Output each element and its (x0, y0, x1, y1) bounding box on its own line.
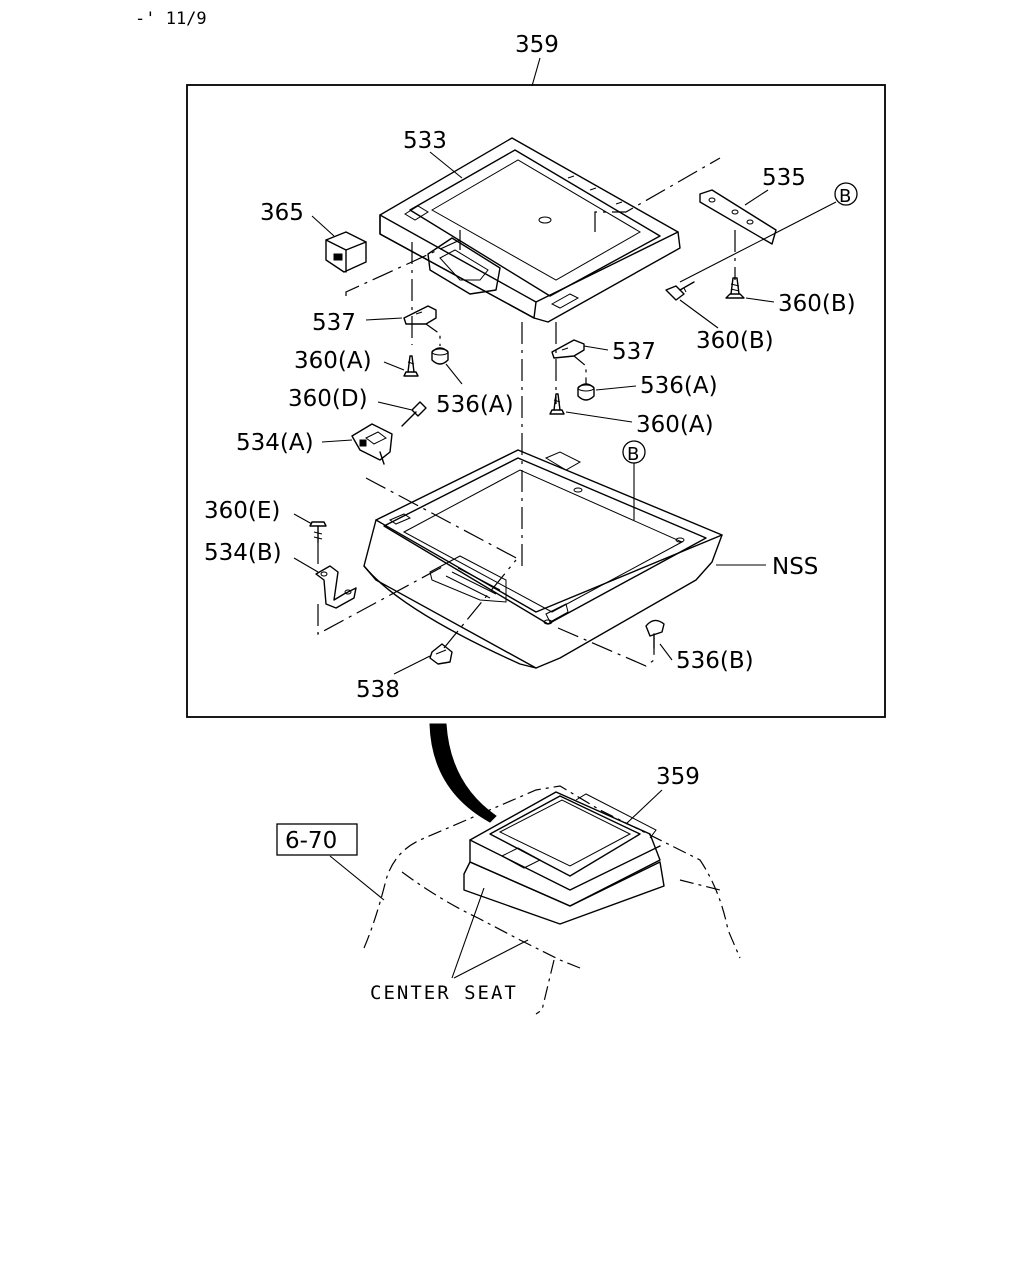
grommet-536b (645, 619, 665, 649)
label-365: 365 (260, 200, 304, 226)
latch-ref-line (365, 477, 521, 561)
plate-535 (699, 189, 777, 245)
label-534b: 534(B) (204, 540, 282, 566)
screw-360e (309, 521, 327, 543)
screw-360a-right (549, 393, 565, 415)
inset-part-ref-label: 359 (656, 764, 700, 790)
reference-b-top-text: B (839, 186, 851, 207)
location-label: CENTER SEAT (370, 982, 518, 1004)
ref-line-365 (345, 239, 461, 296)
clip-365 (325, 231, 367, 273)
page-ref-label: 6-70 (285, 828, 337, 854)
leader-537-right (583, 345, 609, 351)
leader-360b-mid (679, 299, 719, 329)
label-nss: NSS (772, 554, 818, 580)
label-536a-left: 536(A) (436, 392, 514, 418)
grommet-536b-ref (557, 627, 655, 667)
page-ref-leader (329, 855, 385, 901)
leader-360a-left (383, 361, 405, 371)
screw-360d (401, 401, 427, 427)
location-leader-2 (453, 939, 529, 979)
label-536a-right: 536(A) (640, 373, 718, 399)
leader-360d (377, 401, 413, 411)
reference-b-top-line (679, 201, 837, 283)
assembly-ref-label: 359 (515, 32, 559, 58)
label-360b-mid: 360(B) (696, 328, 774, 354)
leader-365 (311, 215, 335, 237)
location-leader-1 (451, 887, 485, 979)
label-538: 538 (356, 677, 400, 703)
lid-ref-line (594, 157, 721, 232)
grommet-536a-right (577, 383, 595, 401)
bracket-537-left (403, 305, 437, 325)
clip-538 (429, 643, 453, 665)
right-grommet-line (573, 355, 587, 384)
lid-533 (379, 137, 681, 323)
label-360d: 360(D) (288, 386, 368, 412)
assembly-ref-leader (531, 57, 541, 87)
reference-b-top (834, 182, 858, 206)
exploded-view-frame (186, 84, 886, 718)
inset-vehicle-view (363, 785, 741, 1015)
base-nss (363, 449, 723, 669)
screw-360b-mid (665, 281, 695, 301)
label-360b-right: 360(B) (778, 291, 856, 317)
latch-534a (351, 423, 393, 465)
label-360a-right: 360(A) (636, 412, 714, 438)
label-537-left: 537 (312, 310, 356, 336)
bracket-534b-ref (317, 565, 445, 636)
label-535: 535 (762, 165, 806, 191)
label-533: 533 (403, 128, 447, 154)
leader-537-left (365, 317, 403, 321)
leader-536a-right (595, 385, 637, 391)
leader-534b (293, 557, 319, 573)
leader-360a-right (565, 411, 633, 423)
leader-536b (659, 643, 673, 661)
leader-535 (744, 189, 769, 206)
label-360e: 360(E) (204, 498, 280, 524)
leader-533 (429, 151, 463, 179)
label-360a-left: 360(A) (294, 348, 372, 374)
screw-360b-right (725, 277, 745, 299)
inset-part-ref-leader (625, 789, 663, 825)
leader-360e (293, 513, 313, 525)
bracket-534b (315, 565, 357, 609)
bracket-537-right (551, 339, 585, 359)
leader-534a (321, 439, 353, 443)
leader-360b-right (745, 297, 775, 303)
leader-536a-left (445, 363, 463, 385)
clip-538-ref (443, 559, 517, 649)
reference-b-mid-text: B (627, 444, 639, 465)
label-536b: 536(B) (676, 648, 754, 674)
header-code: -' 11/9 (135, 9, 207, 29)
page-ref-box (276, 823, 358, 856)
leader-538 (393, 655, 431, 675)
grommet-536a-left (431, 347, 449, 365)
left-grommet-line (425, 323, 441, 346)
screw-360a-left (403, 355, 419, 377)
location-arrow (429, 723, 497, 823)
label-537-right: 537 (612, 339, 656, 365)
label-534a: 534(A) (236, 430, 314, 456)
